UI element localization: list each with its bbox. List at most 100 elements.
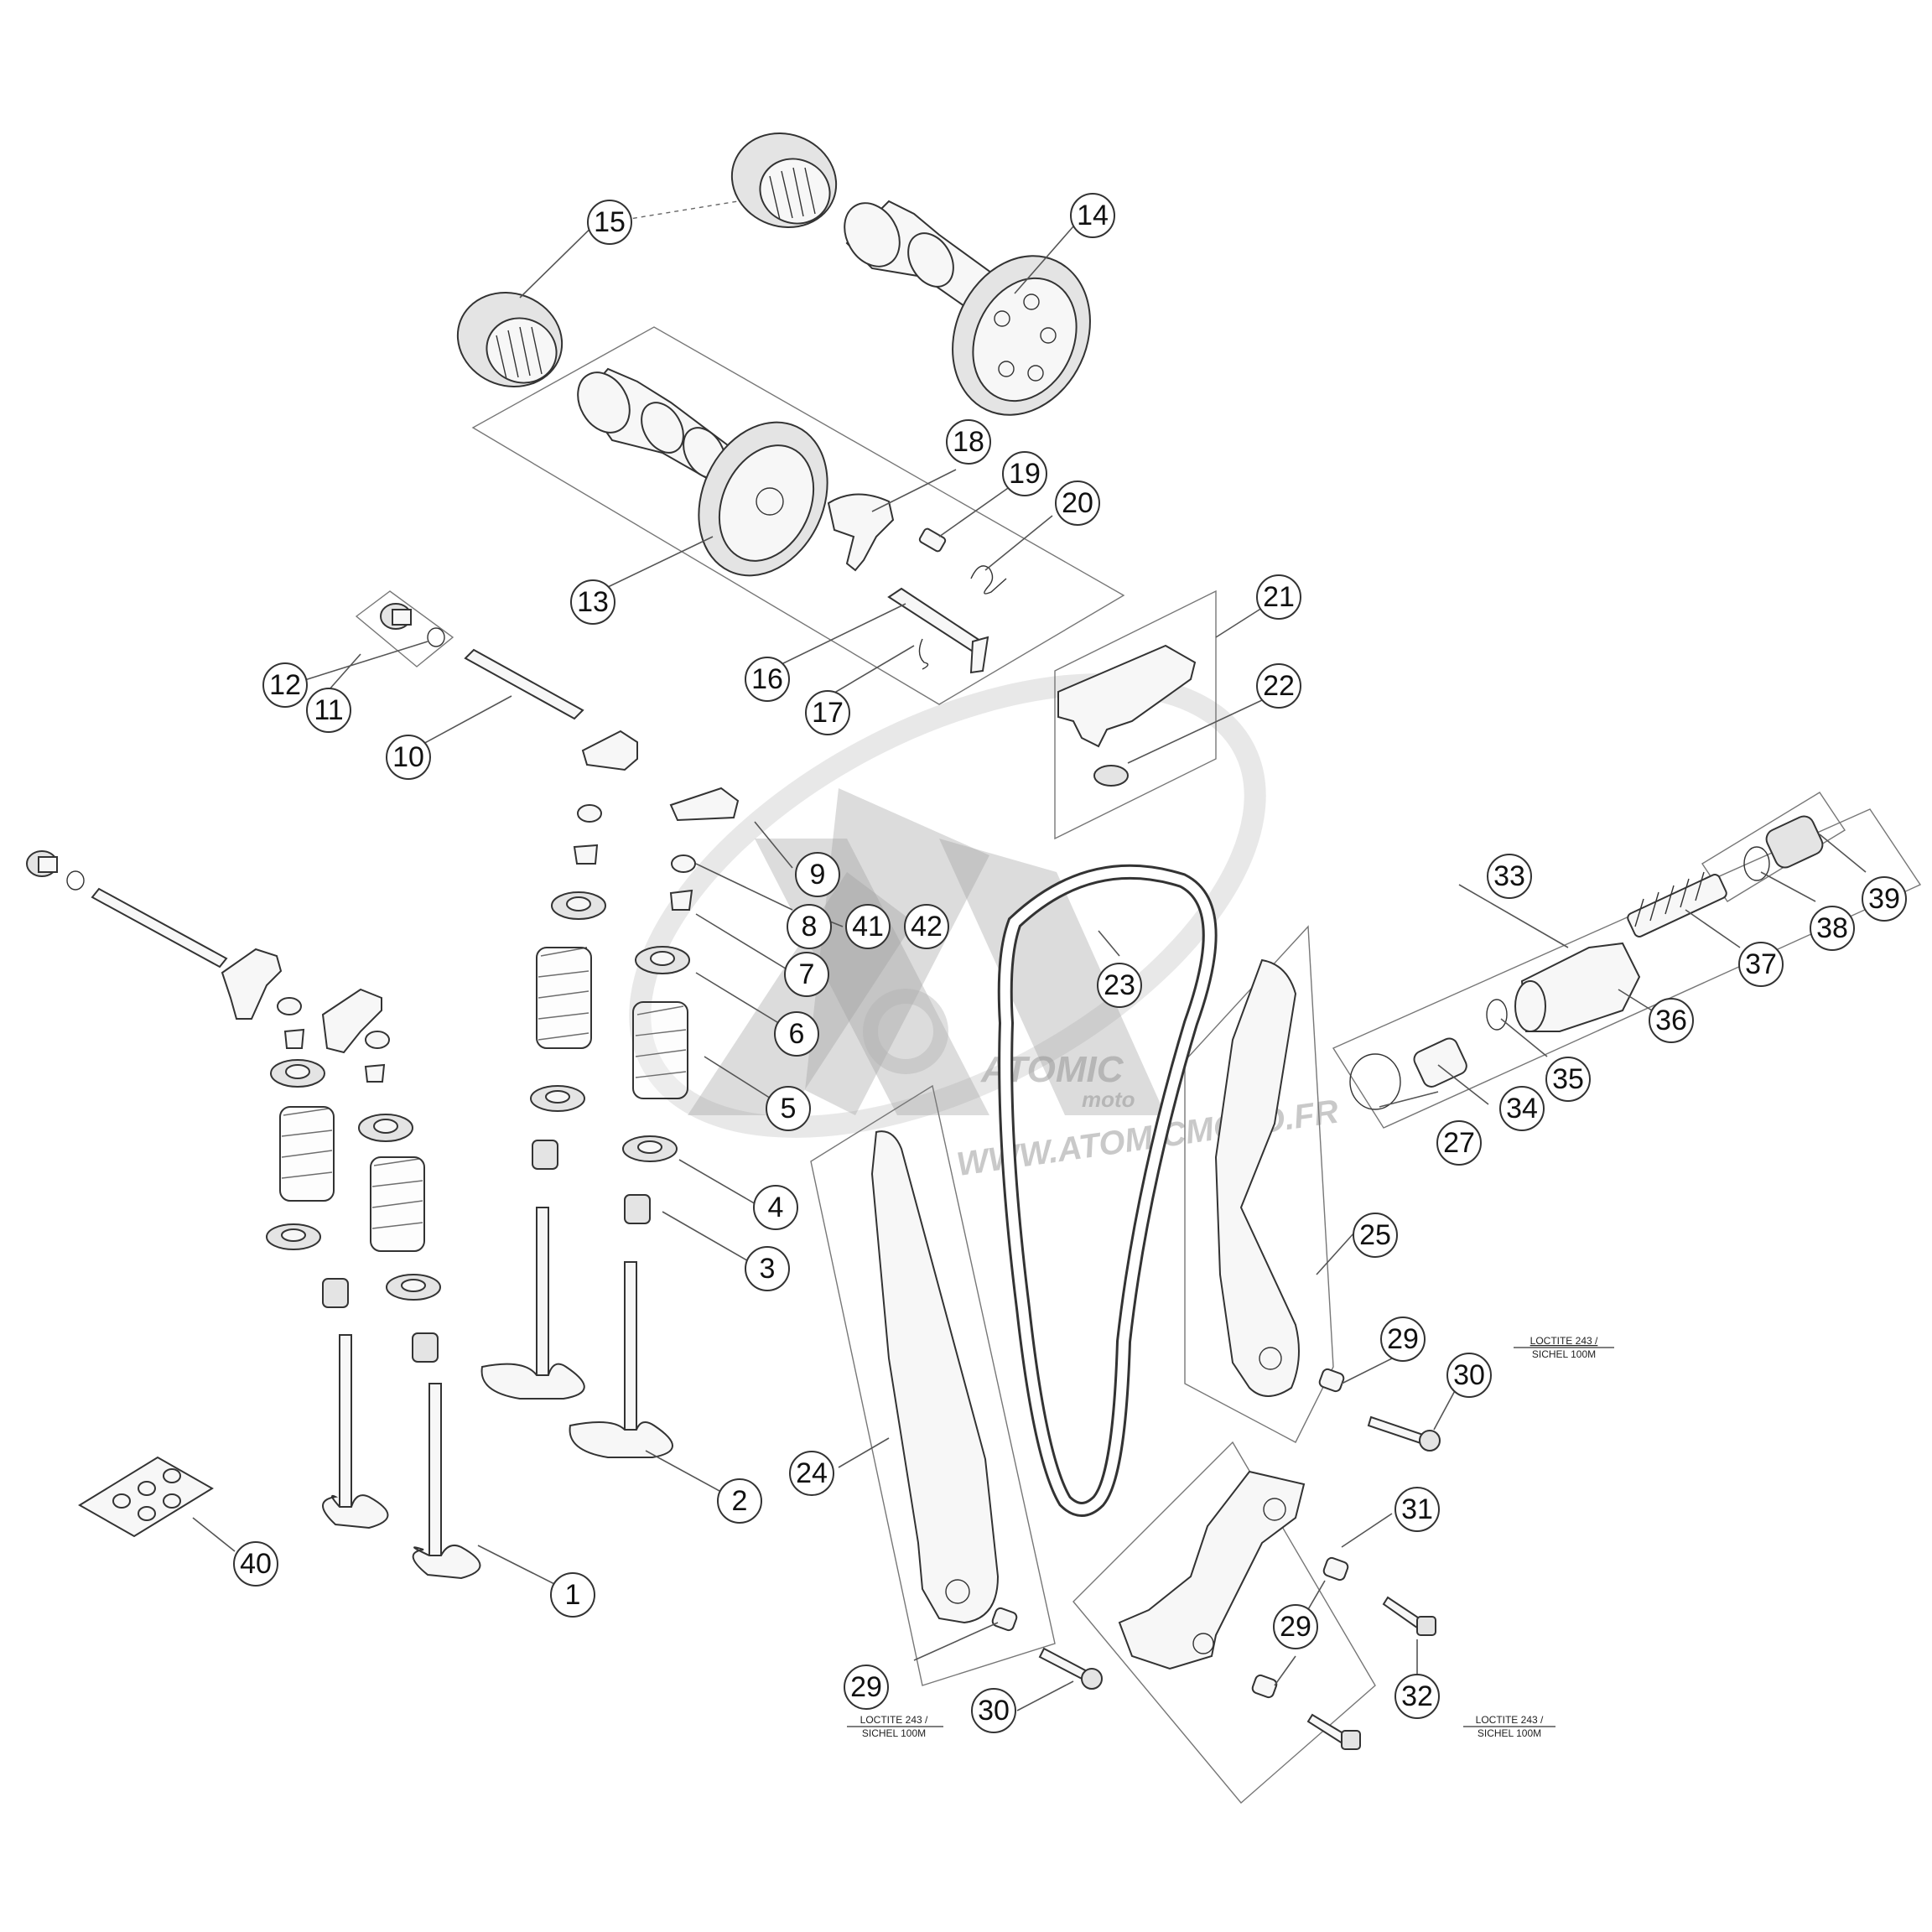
valve-right xyxy=(569,1261,673,1458)
callout-15: 15 xyxy=(587,200,632,245)
spring-seat-left-a xyxy=(266,1223,321,1250)
callout-14: 14 xyxy=(1070,193,1115,238)
watermark-sub-text: moto xyxy=(1082,1087,1135,1112)
svg-text:7: 7 xyxy=(799,958,815,990)
decompressor-weight xyxy=(827,493,895,572)
valve-spring-right xyxy=(632,1001,688,1099)
svg-text:SICHEL 100M: SICHEL 100M xyxy=(1532,1348,1596,1360)
svg-text:32: 32 xyxy=(1401,1680,1433,1712)
rocker-arm-left-a xyxy=(221,948,283,1020)
valve-spring-left-a xyxy=(279,1106,335,1202)
valve-seal-right xyxy=(624,1194,651,1224)
svg-text:4: 4 xyxy=(768,1192,784,1223)
spacer-upper xyxy=(1318,1368,1345,1393)
spring-seat-left-b xyxy=(386,1274,441,1301)
callout-35: 35 xyxy=(1545,1057,1591,1102)
bolt-lower-left xyxy=(1038,1647,1103,1690)
spring-seat-center xyxy=(530,1085,585,1112)
valve-center xyxy=(480,1207,585,1400)
upper-chain-guide xyxy=(1057,644,1197,748)
svg-text:29: 29 xyxy=(850,1671,882,1703)
valve-keeper-right xyxy=(669,889,693,911)
svg-text:LOCTITE 243 /: LOCTITE 243 / xyxy=(1530,1335,1598,1347)
svg-text:8: 8 xyxy=(802,911,818,943)
guide-rail-25-frame xyxy=(1184,925,1334,1443)
tensioner-plunger xyxy=(1413,1037,1467,1088)
callout-24: 24 xyxy=(789,1451,834,1496)
tensioner-body xyxy=(1514,942,1641,1032)
guide-rail-24-frame xyxy=(810,1084,1056,1686)
spring-retainer-left-b xyxy=(358,1114,413,1142)
svg-text:19: 19 xyxy=(1009,458,1041,490)
decompressor-shaft xyxy=(887,587,989,674)
svg-text:1: 1 xyxy=(565,1579,581,1611)
rocker-arm-upper xyxy=(581,730,740,822)
callout-29-lower-mid: 29 xyxy=(1273,1604,1318,1649)
callout-29-lower-left: 29 xyxy=(844,1665,889,1710)
valve-shim-center xyxy=(577,804,602,823)
rocker-shaft xyxy=(464,648,584,720)
svg-text:36: 36 xyxy=(1655,1005,1687,1036)
callout-21: 21 xyxy=(1256,574,1301,620)
svg-text:LOCTITE 243 /: LOCTITE 243 / xyxy=(860,1714,928,1726)
bolt-upper-right xyxy=(1367,1415,1441,1452)
cam-bearing-bottom xyxy=(456,292,564,387)
callout-5: 5 xyxy=(766,1086,811,1131)
svg-text:12: 12 xyxy=(269,669,301,701)
decompressor-spring xyxy=(970,565,1007,595)
callout-30-lower: 30 xyxy=(971,1688,1016,1733)
spring-retainer-left-a xyxy=(270,1059,325,1088)
valve-shim-right xyxy=(671,854,696,873)
tensioner-cap xyxy=(1765,815,1824,869)
valve-shim-box xyxy=(78,1456,214,1538)
svg-text:9: 9 xyxy=(810,859,826,891)
callout-13: 13 xyxy=(570,579,615,625)
bolt-lower-right-a xyxy=(1382,1596,1436,1636)
intake-camshaft xyxy=(577,367,828,577)
bolt-lower-right-b xyxy=(1306,1713,1361,1750)
callout-10: 10 xyxy=(386,735,431,780)
callout-12: 12 xyxy=(262,662,308,708)
svg-text:41: 41 xyxy=(852,911,884,943)
callout-42: 42 xyxy=(904,904,949,949)
svg-text:27: 27 xyxy=(1443,1127,1475,1159)
callout-2: 2 xyxy=(717,1478,762,1524)
spring-retainer-center xyxy=(551,891,606,920)
svg-text:SICHEL 100M: SICHEL 100M xyxy=(862,1727,926,1739)
camshaft-group-frame xyxy=(471,326,1125,705)
callout-31: 31 xyxy=(1394,1487,1440,1532)
svg-text:35: 35 xyxy=(1552,1063,1584,1095)
leader-lines xyxy=(192,200,1867,1711)
rocker-shaft-plug-left xyxy=(26,850,58,877)
callout-34: 34 xyxy=(1499,1086,1545,1131)
loctite-note-lower-right: LOCTITE 243 / SICHEL 100M xyxy=(1463,1714,1555,1739)
tensioner-clip xyxy=(1486,999,1508,1031)
callout-7: 7 xyxy=(784,952,829,997)
svg-text:14: 14 xyxy=(1077,200,1109,231)
callout-9: 9 xyxy=(795,852,840,897)
lower-chain-guide xyxy=(1118,1470,1306,1670)
svg-text:17: 17 xyxy=(812,697,844,729)
cam-bearing-cap-frame xyxy=(355,590,454,667)
callout-6: 6 xyxy=(774,1011,819,1057)
guide-grommet xyxy=(1093,765,1129,787)
callout-40: 40 xyxy=(233,1541,278,1587)
svg-text:29: 29 xyxy=(1280,1611,1311,1643)
callout-41: 41 xyxy=(845,904,891,949)
svg-text:13: 13 xyxy=(577,586,609,618)
guide-rail-21-frame xyxy=(1054,589,1217,840)
svg-text:38: 38 xyxy=(1816,912,1848,944)
callout-17: 17 xyxy=(805,690,850,735)
callout-20: 20 xyxy=(1055,480,1100,526)
valve-seal-center xyxy=(532,1140,558,1170)
callout-27: 27 xyxy=(1436,1120,1482,1166)
callout-39: 39 xyxy=(1862,876,1907,922)
valve-shim-left-b xyxy=(365,1031,390,1049)
rocker-arm-left-b xyxy=(321,988,382,1054)
svg-text:SICHEL 100M: SICHEL 100M xyxy=(1478,1727,1541,1739)
loctite-note-lower-left: LOCTITE 243 / SICHEL 100M xyxy=(847,1714,943,1739)
callout-30-upper: 30 xyxy=(1446,1353,1492,1398)
callout-18: 18 xyxy=(946,419,991,465)
svg-text:18: 18 xyxy=(953,426,984,458)
svg-text:11: 11 xyxy=(314,694,343,726)
